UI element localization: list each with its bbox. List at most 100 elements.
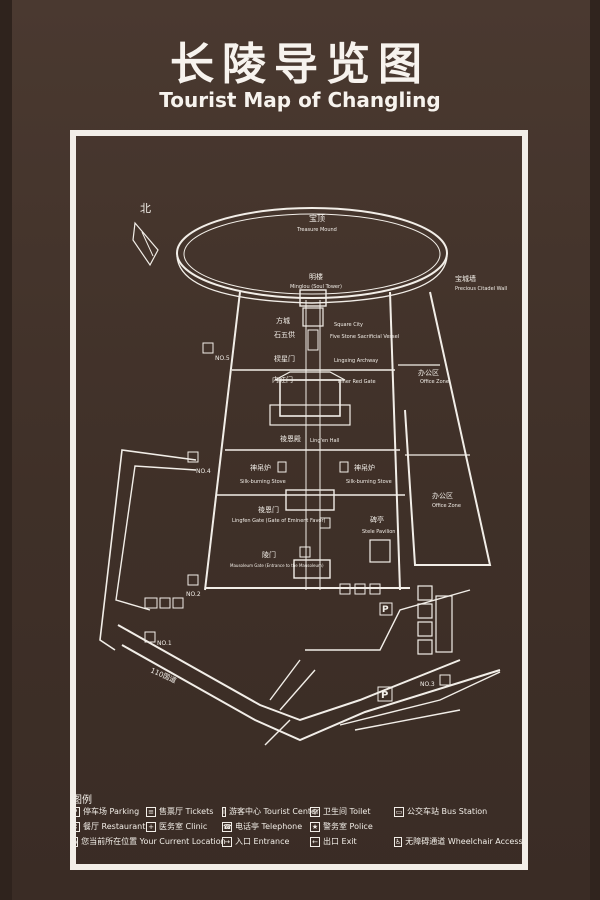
legend-label: 卫生间 Toilet: [323, 807, 371, 816]
label-minglou-en: Minglou (Soul Tower): [290, 284, 342, 290]
label-lingen-hall-cn: 祾恩殿: [280, 434, 301, 443]
wheelchair-icon: [369, 583, 381, 595]
legend-label: 医务室 Clinic: [159, 822, 208, 831]
parking-icon: [172, 597, 184, 609]
central-axis: [305, 300, 321, 590]
page-subtitle: Tourist Map of Changling: [159, 88, 441, 112]
right-road: [339, 671, 501, 731]
marker-no2: NO.2: [186, 591, 201, 598]
label-citadel-wall-en: Precious Citadel Wall: [455, 286, 507, 292]
legend-item: ←出口 Exit: [310, 836, 394, 847]
road-110: [117, 624, 461, 722]
legend-item: +医务室 Clinic: [146, 821, 222, 832]
parking-icon: P: [70, 806, 80, 817]
legend-item: ☎电话亭 Telephone: [222, 821, 310, 832]
marker-no1: NO.1: [157, 640, 172, 647]
entrance-icon: →: [222, 836, 232, 847]
label-minglou-cn: 明楼: [309, 272, 323, 281]
label-citadel-wall-cn: 宝城墙: [455, 274, 476, 283]
label-lingen-hall-en: Ling'en Hall: [310, 438, 339, 444]
toilet-icon: [144, 631, 156, 643]
label-stove-left-cn: 神帛炉: [250, 463, 271, 472]
legend-item: ●您当前所在位置 Your Current Location: [70, 836, 226, 847]
legend-label: 电话亭 Telephone: [235, 822, 303, 831]
legend-item: ≡售票厅 Tickets: [146, 806, 222, 817]
label-inner-gate-cn: 内红门: [272, 375, 293, 384]
legend-item: →入口 Entrance: [222, 836, 310, 847]
label-mausoleum-gate-en: Mausoleum Gate (Entrance to the Mausoleu…: [230, 563, 324, 568]
treasure-mound-inner: [183, 213, 441, 295]
north-label: 北: [140, 202, 151, 215]
police-icon: ★: [310, 821, 320, 832]
legend-label: 公交车站 Bus Station: [407, 807, 488, 816]
label-office-zone-1-cn: 办公区: [418, 368, 439, 377]
marker-no4: NO.4: [196, 468, 211, 475]
legend-item: ▭公交车站 Bus Station: [394, 806, 510, 817]
legend-label: 餐厅 Restaurant: [83, 822, 146, 831]
treasure-mound-outline: [176, 207, 448, 299]
label-lingen-gate-cn: 祾恩门: [258, 505, 279, 514]
label-stove-left-en: Silk-burning Stove: [240, 479, 286, 485]
legend-label: 警务室 Police: [323, 822, 373, 831]
exit-icon: ←: [310, 836, 320, 847]
wheelchair-icon: [319, 517, 331, 529]
wheelchair-icon: ♿: [394, 836, 403, 847]
facility-column: [417, 585, 453, 655]
label-office-zone-2-en: Office Zone: [432, 503, 461, 509]
entrance-icon: [339, 583, 351, 595]
clinic-icon: +: [146, 821, 156, 832]
label-treasure-mound-en: Treasure Mound: [296, 227, 337, 233]
parking-icon: [377, 686, 393, 702]
legend-label: 出口 Exit: [323, 837, 357, 846]
toilet-icon: [202, 342, 214, 354]
legend-label: 入口 Entrance: [235, 837, 290, 846]
tourist-center-icon: i: [222, 806, 226, 817]
label-office-zone-1-en: Office Zone: [420, 379, 449, 385]
treasure-mound-ring: [176, 255, 448, 304]
path-left-1: [99, 449, 197, 651]
telephone-icon: ☎: [222, 821, 232, 832]
label-lingxing-en: Lingxing Archway: [334, 358, 378, 364]
page-title: 长陵导览图: [170, 39, 430, 90]
parking-marker-1: P: [382, 605, 389, 615]
label-five-stone-en: Five Stone Sacrificial Vessel: [330, 334, 399, 340]
legend-label: 售票厅 Tickets: [159, 807, 214, 816]
legend-item: ♀卫生间 Toilet: [310, 806, 394, 817]
label-stove-right-cn: 神帛炉: [354, 463, 375, 472]
label-treasure-mound-cn: 宝顶: [309, 213, 325, 223]
label-lingen-gate-en: Lingfen Gate (Gate of Eminent Favor): [232, 518, 326, 524]
wheelchair-icon: [299, 546, 311, 558]
exit-icon: [354, 583, 366, 595]
map-frame: [70, 130, 528, 870]
current-location-icon: ●: [70, 836, 79, 847]
access-road-1: [269, 659, 316, 711]
toilet-icon: ♀: [310, 806, 320, 817]
legend-label: 游客中心 Tourist Center: [228, 807, 320, 816]
marker-no5: NO.5: [215, 355, 230, 362]
legend-label: 停车场 Parking: [83, 807, 140, 816]
toilet-icon: [439, 674, 451, 686]
legend-title: 图例: [72, 795, 92, 806]
road-110-b: [121, 644, 501, 742]
board-left-edge: [0, 0, 12, 900]
compound-wall-right: [389, 291, 401, 591]
label-office-zone-2-cn: 办公区: [432, 491, 453, 500]
minglou-building: [299, 289, 327, 307]
legend-label: 您当前所在位置 Your Current Location: [81, 837, 226, 846]
bus-station-icon: [144, 597, 158, 609]
legend-label: 无障碍通道 Wheelchair Access: [405, 837, 523, 846]
access-road-2: [264, 719, 291, 746]
path-left-2: [115, 465, 197, 611]
lingen-hall-building: [279, 379, 341, 417]
label-stele-en: Stele Pavilion: [362, 529, 395, 535]
stele-pavilion-building: [369, 539, 391, 563]
silk-stove-icon: [277, 461, 287, 473]
board-right-edge: [590, 0, 600, 900]
legend-item: ★警务室 Police: [310, 821, 394, 832]
toilet-icon: [187, 451, 199, 463]
label-five-stone-cn: 石五供: [274, 330, 295, 339]
legend-item: ✕餐厅 Restaurant: [70, 821, 146, 832]
label-mausoleum-gate-cn: 陵门: [262, 550, 276, 559]
